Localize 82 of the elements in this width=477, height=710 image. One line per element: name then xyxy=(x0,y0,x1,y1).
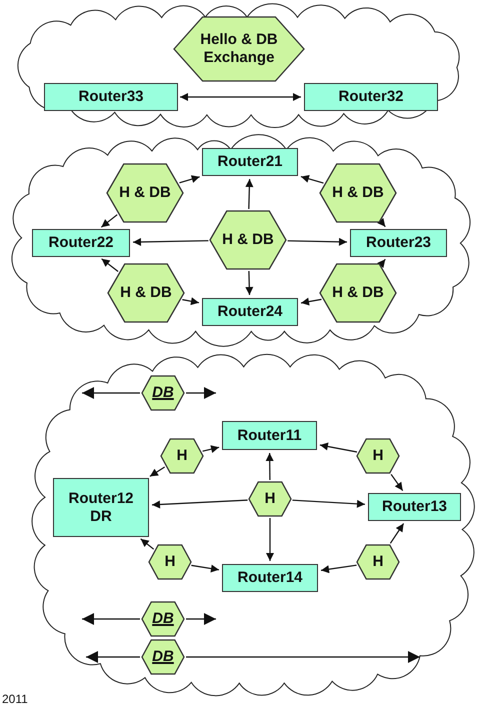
arrow xyxy=(140,538,154,550)
hexagon-label: H & DB xyxy=(222,231,274,249)
router-label: Router13 xyxy=(382,498,448,516)
router-box xyxy=(350,229,447,257)
arrow xyxy=(300,174,324,184)
router-box xyxy=(32,229,130,257)
router-label: DR xyxy=(90,508,112,526)
message-hexagon xyxy=(249,482,291,516)
message-hexagon xyxy=(108,264,184,322)
hexagon-label: H xyxy=(372,447,384,465)
arrow xyxy=(132,238,208,246)
arrow xyxy=(288,238,348,246)
router-box xyxy=(222,421,317,450)
message-hexagon xyxy=(357,545,399,579)
message-hexagon xyxy=(210,211,286,269)
router-label: Router33 xyxy=(78,88,144,106)
arrow xyxy=(245,178,254,210)
hexagon-label: H xyxy=(264,490,276,508)
arrow xyxy=(377,258,386,268)
arrow xyxy=(82,387,140,399)
arrow xyxy=(390,474,404,491)
router-label: Router14 xyxy=(237,569,303,587)
hexagon-label: H & DB xyxy=(120,284,172,302)
arrow xyxy=(179,175,200,184)
hexagon-label: DB xyxy=(152,610,174,628)
message-hexagon xyxy=(161,439,203,473)
router-label: Router21 xyxy=(217,153,283,171)
hexagon-label: H & DB xyxy=(119,184,171,202)
hexagon-label: Hello & DB Exchange xyxy=(199,31,279,67)
arrow xyxy=(82,613,140,625)
arrow xyxy=(86,651,140,663)
arrow xyxy=(100,214,118,228)
arrow xyxy=(186,387,216,399)
router-box xyxy=(53,478,149,537)
message-hexagon xyxy=(320,264,396,322)
arrow xyxy=(101,258,118,272)
arrow xyxy=(152,500,248,508)
arrow xyxy=(245,270,254,296)
message-hexagon xyxy=(174,17,304,81)
arrow xyxy=(180,93,301,101)
arrow xyxy=(182,297,200,306)
arrow xyxy=(186,651,420,663)
arrow xyxy=(186,613,216,625)
router-box xyxy=(202,298,298,326)
message-hexagon xyxy=(142,602,184,636)
router-box xyxy=(202,148,298,176)
arrow xyxy=(266,453,274,480)
router-box xyxy=(304,83,438,111)
router-label: Router12 xyxy=(68,490,134,508)
router-label: Router11 xyxy=(237,426,302,444)
router-box xyxy=(222,564,318,592)
router-label: Router22 xyxy=(48,234,114,252)
arrow xyxy=(266,518,274,561)
message-hexagon xyxy=(357,439,399,473)
arrow xyxy=(150,466,166,477)
router-label: Router32 xyxy=(338,88,404,106)
arrow xyxy=(300,298,322,306)
hexagon-label: H xyxy=(372,553,384,571)
hexagon-label: H & DB xyxy=(332,184,384,202)
message-hexagon xyxy=(142,376,184,410)
arrow xyxy=(191,564,220,572)
router-label: Router23 xyxy=(366,234,432,252)
hexagon-label: H & DB xyxy=(332,284,384,302)
router-box xyxy=(368,493,461,521)
hexagon-label: H xyxy=(164,553,176,571)
arrow xyxy=(377,218,386,228)
hexagon-label: DB xyxy=(152,648,174,666)
hexagon-label: DB xyxy=(152,384,174,402)
message-hexagon xyxy=(320,164,396,222)
router-label: Router24 xyxy=(217,303,283,321)
arrow xyxy=(320,442,358,453)
message-hexagon xyxy=(107,164,183,222)
network-cloud xyxy=(30,352,477,698)
arrow xyxy=(202,445,220,454)
message-hexagon xyxy=(142,640,184,674)
arrow xyxy=(292,500,366,508)
arrow xyxy=(320,564,357,574)
message-hexagon xyxy=(149,545,191,579)
router-box xyxy=(44,83,178,111)
hexagon-label: H xyxy=(176,447,188,465)
year-note: 2011 xyxy=(2,692,28,706)
arrow xyxy=(390,523,404,544)
